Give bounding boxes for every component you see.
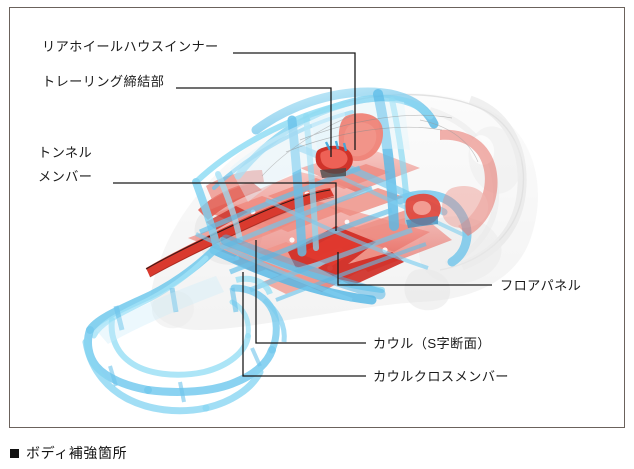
figure-frame: [9, 7, 625, 428]
callout-label-trailing-joint: トレーリング締結部: [42, 74, 165, 89]
callout-label-tunnel-member: メンバー: [38, 169, 93, 184]
callout-label-tunnel: トンネル: [38, 145, 93, 160]
caption-text: ボディ補強箇所: [26, 445, 128, 461]
figure-caption: ボディ補強箇所: [10, 443, 127, 463]
callout-label-rear-wheel-house-inner: リアホイールハウスインナー: [42, 39, 219, 54]
caption-bullet-icon: [10, 448, 19, 458]
callout-label-cowl-cross-member: カウルクロスメンバー: [373, 369, 509, 384]
callout-label-floor-panel: フロアパネル: [500, 278, 582, 293]
callout-label-cowl-s-section: カウル（S字断面）: [373, 336, 491, 351]
